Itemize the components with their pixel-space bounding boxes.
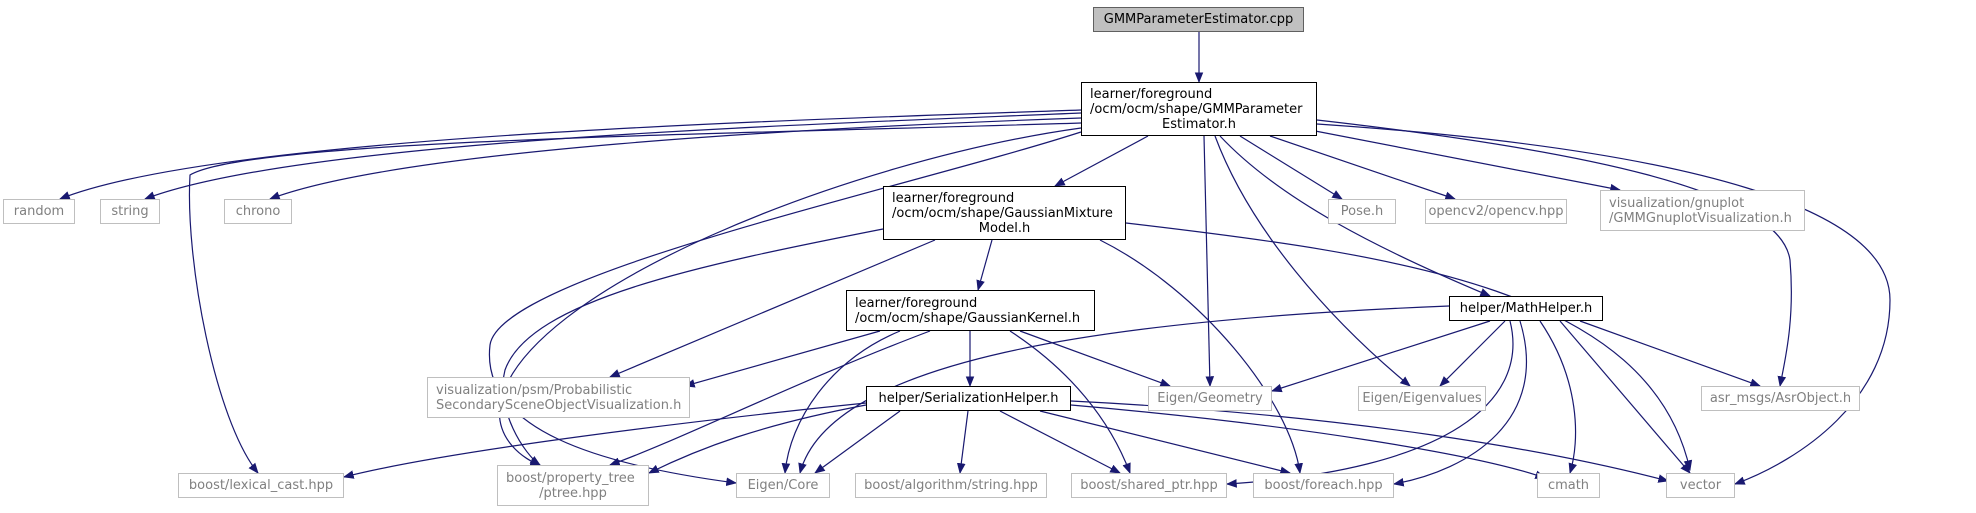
edge-serialization-to-eigen-core	[814, 410, 901, 474]
node-shared-ptr-hpp[interactable]: boost/shared_ptr.hpp	[1071, 473, 1227, 498]
node-label: /ocm/ocm/shape/GaussianMixture	[892, 205, 1113, 221]
edge-gauss-mixture-to-foreach	[1099, 239, 1303, 475]
node-foreach-hpp[interactable]: boost/foreach.hpp	[1253, 473, 1394, 498]
edge-mathhelper-to-foreach	[1392, 320, 1527, 487]
edge-gmm-h-to-pose	[1239, 135, 1343, 200]
edge-gauss-kernel-to-eigen-geometry	[1019, 330, 1172, 387]
node-label: Eigen/Geometry	[1157, 391, 1263, 406]
node-label: helper/SerializationHelper.h	[878, 391, 1059, 406]
node-label: Estimator.h	[1162, 116, 1236, 132]
edge-gauss-kernel-to-shared-ptr	[1009, 330, 1131, 475]
edge-serialization-to-cmath	[1070, 404, 1547, 479]
node-label: vector	[1679, 478, 1722, 493]
edge-mathhelper-to-vector	[1559, 320, 1691, 474]
edge-gmm-h-to-lexical-cast	[188, 122, 1082, 474]
node-asr-object-h[interactable]: asr_msgs/AsrObject.h	[1701, 386, 1860, 411]
node-label: GMMParameterEstimator.cpp	[1103, 12, 1294, 27]
edge-gauss-mixture-to-ptree	[502, 228, 884, 466]
node-label: boost/lexical_cast.hpp	[188, 478, 334, 493]
edge-gmm-h-to-opencv	[1269, 135, 1457, 200]
node-eigen-core[interactable]: Eigen/Core	[736, 473, 830, 498]
node-label: cmath	[1547, 478, 1590, 493]
edge-gmm-h-to-eigen-core	[488, 131, 1082, 487]
node-label: boost/foreach.hpp	[1264, 478, 1383, 493]
edge-serialization-to-foreach	[1039, 410, 1292, 475]
edge-mathhelper-to-eigen-geometry	[1270, 320, 1491, 393]
edge-serialization-to-ptree	[648, 404, 867, 474]
edge-gauss-kernel-to-ptree	[608, 330, 931, 466]
edge-mathhelper-to-cmath	[1539, 320, 1577, 475]
edge-gauss-mixture-to-vector	[1125, 222, 1693, 472]
edge-gmm-h-to-random	[58, 109, 1082, 200]
node-serializationhelper-h[interactable]: helper/SerializationHelper.h	[866, 386, 1071, 411]
node-boost-algorithm-string-hpp[interactable]: boost/algorithm/string.hpp	[855, 473, 1047, 498]
edge-gmm-h-to-gauss-mixture	[1054, 135, 1149, 187]
edge-serialization-to-lexical-cast	[342, 402, 867, 479]
node-gaussiankernel-h[interactable]: learner/foreground /ocm/ocm/shape/Gaussi…	[846, 290, 1095, 331]
node-pose-h[interactable]: Pose.h	[1328, 199, 1396, 224]
node-label: Eigen/Core	[747, 478, 819, 493]
node-ptree-hpp[interactable]: boost/property_tree /ptree.hpp	[497, 465, 649, 506]
node-label: learner/foreground	[892, 190, 1015, 206]
node-label: chrono	[235, 204, 281, 219]
edge-gmm-h-to-gnuplot	[1309, 129, 1622, 193]
edge-gauss-mixture-to-gauss-kernel	[976, 239, 993, 292]
node-label: Pose.h	[1340, 204, 1384, 219]
edge-gmm-h-to-eigen-values	[1214, 135, 1411, 387]
node-label: boost/property_tree	[506, 470, 635, 486]
edge-gmm-h-to-eigen-geometry	[1203, 135, 1215, 388]
node-probabilistic-secondary-scene-object-visualization-h[interactable]: visualization/psm/Probabilistic Secondar…	[427, 377, 690, 418]
node-label: boost/shared_ptr.hpp	[1080, 478, 1218, 493]
edge-mathhelper-to-eigen-values	[1439, 320, 1506, 387]
node-label: string	[111, 204, 149, 219]
node-chrono[interactable]: chrono	[224, 199, 292, 224]
node-label: random	[13, 204, 65, 219]
edge-serialization-to-shared-ptr	[999, 410, 1121, 474]
node-gmmgnuplotvisualization-h[interactable]: visualization/gnuplot /GMMGnuplotVisuali…	[1600, 190, 1805, 231]
node-opencv-hpp[interactable]: opencv2/opencv.hpp	[1425, 199, 1567, 224]
edge-gmm-h-to-chrono	[268, 117, 1082, 200]
node-lexical-cast-hpp[interactable]: boost/lexical_cast.hpp	[178, 473, 344, 498]
node-gmmparameterestimator-cpp[interactable]: GMMParameterEstimator.cpp	[1093, 7, 1304, 32]
node-eigen-eigenvalues[interactable]: Eigen/Eigenvalues	[1358, 386, 1486, 411]
node-label: opencv2/opencv.hpp	[1428, 204, 1564, 219]
node-label: visualization/gnuplot	[1609, 195, 1745, 211]
node-label: /ocm/ocm/shape/GMMParameter	[1090, 101, 1303, 117]
node-label: SecondarySceneObjectVisualization.h	[436, 397, 682, 413]
node-label: learner/foreground	[1090, 86, 1213, 102]
node-label: Model.h	[978, 220, 1031, 236]
edge-gmm-h-to-vector	[1316, 123, 1891, 485]
node-mathhelper-h[interactable]: helper/MathHelper.h	[1449, 296, 1603, 321]
node-string[interactable]: string	[100, 199, 160, 224]
node-label: /ocm/ocm/shape/GaussianKernel.h	[855, 310, 1081, 326]
edge-gauss-kernel-to-psm-vis	[683, 330, 881, 388]
edge-mathhelper-to-asr-object	[1579, 320, 1762, 387]
node-vector[interactable]: vector	[1666, 473, 1735, 498]
node-gmmparameterestimator-h[interactable]: learner/foreground /ocm/ocm/shape/GMMPar…	[1081, 82, 1317, 136]
edge-mathhelper-to-eigen-core	[798, 305, 1450, 475]
edge-gauss-mixture-to-psm-vis	[609, 239, 936, 378]
node-label: learner/foreground	[855, 295, 978, 311]
node-label: visualization/psm/Probabilistic	[436, 382, 633, 398]
node-cmath[interactable]: cmath	[1537, 473, 1600, 498]
node-label: /GMMGnuplotVisualization.h	[1609, 210, 1792, 226]
node-label: helper/MathHelper.h	[1459, 301, 1593, 316]
edge-serialization-to-algo-string	[956, 410, 969, 475]
node-label: Eigen/Eigenvalues	[1362, 391, 1482, 406]
node-eigen-geometry[interactable]: Eigen/Geometry	[1148, 386, 1272, 411]
edge-gauss-kernel-to-eigen-core	[781, 330, 901, 475]
node-gaussianmixturemodel-h[interactable]: learner/foreground /ocm/ocm/shape/Gaussi…	[883, 186, 1126, 240]
node-label: asr_msgs/AsrObject.h	[1709, 391, 1852, 406]
node-label: boost/algorithm/string.hpp	[864, 478, 1038, 493]
node-label: /ptree.hpp	[539, 485, 607, 501]
node-random[interactable]: random	[3, 199, 75, 224]
